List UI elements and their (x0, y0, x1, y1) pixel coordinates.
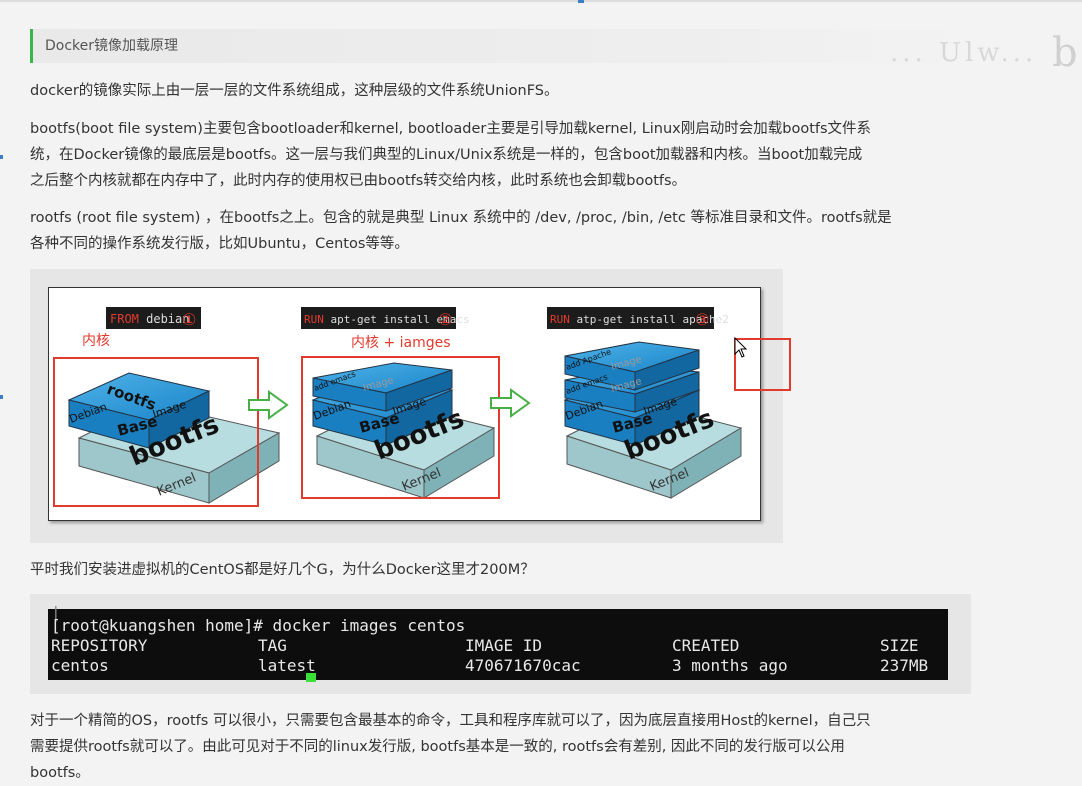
terminal-header-image-id: IMAGE ID (465, 636, 543, 655)
terminal-command-line: [root@kuangshen home]# docker images cen… (51, 616, 466, 635)
paragraph-rootfs-line1: rootfs (root file system) ，在bootfs之上。包含的… (30, 210, 892, 226)
stage3-stack: add Apache Image add emacs Image Debian … (563, 341, 743, 499)
top-indicator (578, 0, 584, 3)
stage3-command: RUN atp-get install apache2 ③ (547, 307, 729, 329)
top-border (0, 0, 1082, 2)
svg-text:③: ③ (695, 310, 709, 329)
stage2-command: RUN apt-get install emacs ② (301, 307, 470, 329)
highlight-box-kernel (53, 357, 259, 507)
paragraph-bootfs-line1: bootfs(boot file system)主要包含bootloader和k… (30, 121, 872, 137)
stage1-command: FROM debian ① (106, 307, 201, 329)
terminal-cell-created: 3 months ago (672, 656, 788, 675)
paragraph-conclusion-line3: bootfs。 (30, 765, 90, 781)
terminal-figure: | [root@kuangshen home]# docker images c… (30, 594, 971, 694)
svg-text:①: ① (182, 310, 196, 329)
paragraph-bootfs-line2: 统，在Docker镜像的最底层是bootfs。这一层与我们典型的Linux/Un… (30, 147, 863, 163)
mouse-pointer-icon (734, 337, 748, 358)
svg-text:②: ② (438, 310, 452, 329)
terminal-cell-repository: centos (51, 656, 109, 675)
terminal-screen: | [root@kuangshen home]# docker images c… (48, 603, 948, 682)
paragraph-rootfs-line2: 各种不同的操作系统发行版，比如Ubuntu，Centos等等。 (30, 236, 409, 252)
svg-text:RUN atp-get install apache2: RUN atp-get install apache2 (550, 313, 729, 326)
docker-layers-diagram: FROM debian ① RUN apt-get install emacs … (53, 307, 743, 507)
paragraph-question: 平时我们安装进虚拟机的CentOS都是好几个G，为什么Docker这里才200M… (30, 562, 535, 578)
paragraph-conclusion-line1: 对于一个精简的OS，rootfs 可以很小，只需要包含最基本的命令，工具和程序库… (30, 713, 871, 729)
highlight-box-empty (734, 338, 791, 391)
image-layers-figure: FROM debian ① RUN apt-get install emacs … (30, 269, 791, 543)
annotation-kernel-images: 内核 + iamges (351, 335, 451, 351)
left-marker (0, 395, 3, 399)
paragraph-unionfs: docker的镜像实际上由一层一层的文件系统组成，这种层级的文件系统UnionF… (30, 83, 559, 99)
terminal-header-repository: REPOSITORY (51, 636, 148, 655)
arrow-right-icon (490, 388, 531, 418)
arrow-right-icon (248, 390, 289, 420)
left-marker (0, 155, 3, 159)
section-heading: Docker镜像加载原理 (30, 29, 965, 63)
terminal-cut-line: | (51, 603, 61, 622)
highlight-box-kernel-images (301, 356, 500, 499)
svg-text:FROM debian: FROM debian (110, 312, 189, 326)
stage1-stack: Debian Base Image rootfs bootfs Kernel (67, 372, 281, 504)
stage2-stack: add emacs Image Debian Base Image bootfs… (311, 362, 496, 499)
paragraph-conclusion-line2: 需要提供rootfs就可以了。由此可见对于不同的linux发行版, bootfs… (30, 739, 845, 755)
paragraph-bootfs-line3: 之后整个内核就都在内存中了，此时内存的使用权已由bootfs转交给内核，此时系统… (30, 173, 687, 189)
terminal-header-tag: TAG (258, 636, 287, 655)
terminal-cell-image-id: 470671670cac (465, 656, 581, 675)
svg-text:RUN apt-get install emacs: RUN apt-get install emacs (304, 313, 470, 326)
terminal-header-created: CREATED (672, 636, 740, 655)
terminal-cell-tag: latest (258, 656, 316, 675)
annotation-kernel: 内核 (82, 333, 110, 349)
terminal-cursor (306, 673, 316, 682)
watermark-logo: b (1052, 30, 1078, 76)
terminal-header-size: SIZE (880, 636, 919, 655)
diagram-frame: FROM debian ① RUN apt-get install emacs … (48, 287, 761, 521)
watermark: ... Ulw... (890, 38, 1038, 68)
terminal-cell-size: 237MB (880, 656, 929, 675)
